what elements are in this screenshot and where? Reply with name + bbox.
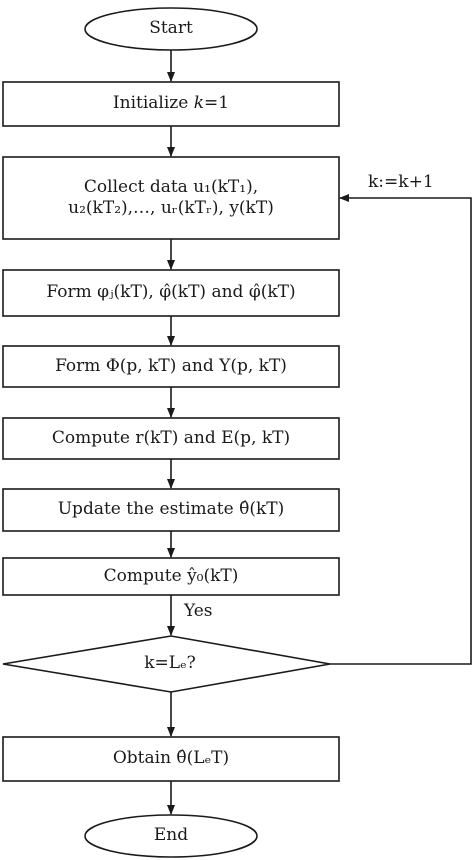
form-phi-box	[2, 269, 340, 317]
loop-edge-label: k:=k+1	[368, 172, 434, 192]
start-label: Start	[149, 18, 193, 39]
collect-data-box	[2, 156, 340, 240]
form-phi-label: Form φⱼ(kT), φ̂(kT) and φ̂(kT)	[46, 282, 296, 303]
obtain-label: Obtain θ̂(LₑT)	[112, 748, 230, 769]
loop-arrow-decision-to-collect	[330, 194, 472, 665]
compute-r-E-label: Compute r(kT) and E(p, kT)	[51, 427, 291, 448]
yes-edge-label: Yes	[184, 601, 213, 621]
form-Phi-Y-label: Form Φ(p, kT) and Y(p, kT)	[55, 355, 287, 376]
compute-y0-label: Compute ŷ₀(kT)	[103, 565, 239, 586]
update-estimate-label: Update the estimate θ̂(kT)	[57, 499, 285, 520]
initialize-box	[2, 81, 340, 127]
decision-label: k=Lₑ?	[144, 653, 196, 674]
end-label: End	[153, 825, 189, 846]
obtain-box	[2, 736, 340, 782]
collect-data-label: Collect data u₁(kT₁), u₂(kT₂),…, uᵣ(kTᵣ)…	[68, 176, 274, 218]
end-terminal-shape	[84, 814, 258, 858]
initialize-label: Initialize k=1	[112, 93, 230, 114]
compute-y0-box	[2, 557, 340, 596]
